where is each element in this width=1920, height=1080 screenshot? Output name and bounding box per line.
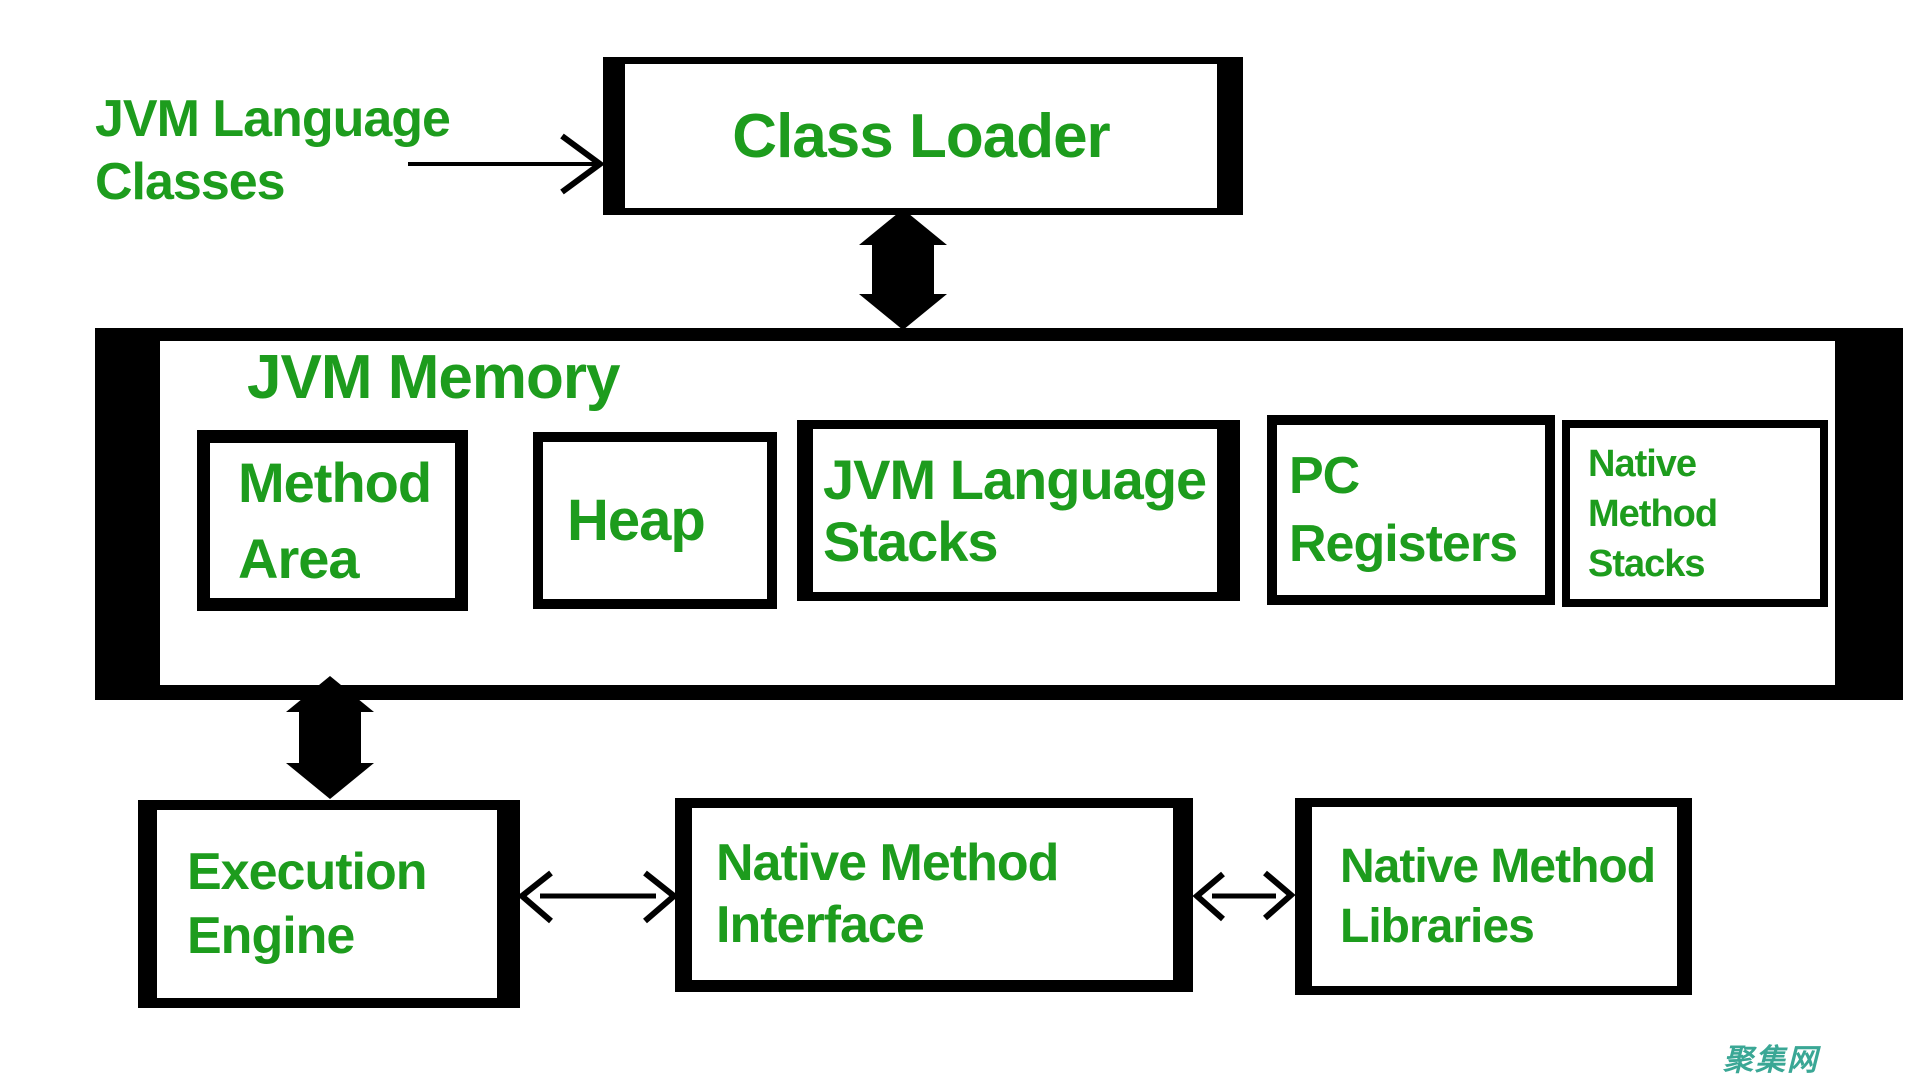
native-method-libraries-line2: Libraries bbox=[1340, 899, 1535, 953]
jvm-language-classes-label: JVM Language Classes bbox=[95, 88, 451, 214]
class-loader-box: Class Loader bbox=[603, 57, 1243, 215]
double-arrow-class-loader-memory-icon bbox=[859, 209, 947, 330]
pc-registers-line2: Registers bbox=[1289, 515, 1518, 573]
execution-engine-line2: Engine bbox=[187, 907, 355, 965]
method-area-line1: Method bbox=[238, 450, 432, 514]
jvm-language-classes-line1: JVM Language bbox=[95, 90, 451, 148]
native-method-stacks-line3: Stacks bbox=[1588, 542, 1706, 585]
jvm-memory-title: JVM Memory bbox=[247, 343, 620, 412]
method-area-box: Method Area bbox=[197, 430, 468, 611]
native-method-stacks-line1: Native bbox=[1588, 442, 1697, 485]
native-method-stacks-line2: Method bbox=[1588, 492, 1718, 535]
double-arrow-nmi-libraries-icon bbox=[1192, 870, 1296, 922]
native-method-libraries-box: Native Method Libraries bbox=[1295, 798, 1692, 995]
pc-registers-line1: PC bbox=[1289, 447, 1360, 505]
double-arrow-execution-engine-nmi-icon bbox=[517, 870, 679, 924]
pc-registers-box: PC Registers bbox=[1267, 415, 1555, 605]
jvm-language-stacks-line2: Stacks bbox=[823, 509, 999, 573]
native-method-stacks-box: Native Method Stacks bbox=[1562, 420, 1828, 607]
execution-engine-box: Execution Engine bbox=[138, 800, 520, 1008]
jvm-language-stacks-box: JVM Language Stacks bbox=[797, 420, 1240, 601]
jvm-language-stacks-line1: JVM Language bbox=[823, 447, 1207, 511]
native-method-interface-line2: Interface bbox=[716, 896, 925, 954]
class-loader-label: Class Loader bbox=[732, 101, 1110, 171]
native-method-libraries-line1: Native Method bbox=[1340, 839, 1656, 893]
method-area-line2: Area bbox=[238, 526, 360, 590]
jvm-memory-box: JVM Memory Method Area Heap JVM Language… bbox=[95, 328, 1903, 700]
native-method-interface-box: Native Method Interface bbox=[675, 798, 1193, 992]
jvm-language-classes-line2: Classes bbox=[95, 153, 286, 211]
watermark-text: 聚集网 bbox=[1723, 1044, 1819, 1077]
native-method-interface-line1: Native Method bbox=[716, 834, 1059, 892]
execution-engine-line1: Execution bbox=[187, 843, 428, 901]
heap-box: Heap bbox=[533, 432, 777, 609]
heap-label: Heap bbox=[567, 488, 706, 553]
